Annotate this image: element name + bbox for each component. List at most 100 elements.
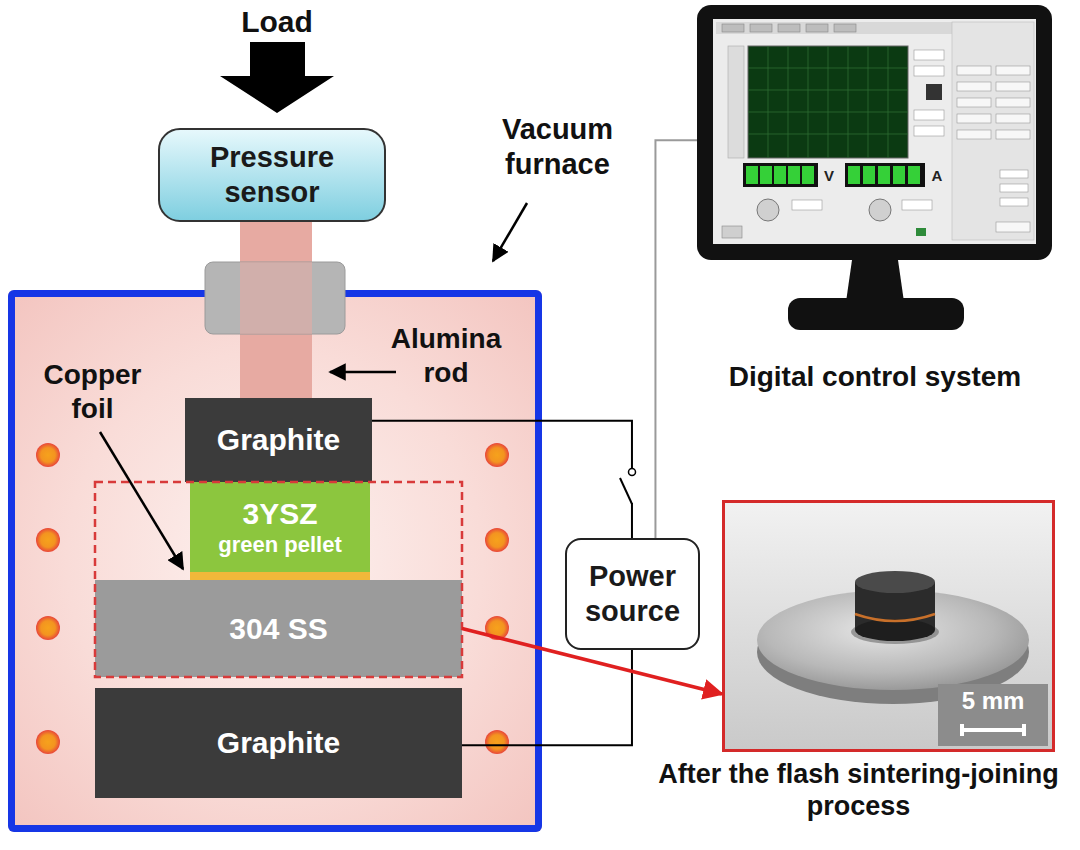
photo-background [722,500,1055,752]
part-label: Copper foil [20,358,165,425]
screen-field [1000,170,1028,178]
unit-label: V [821,167,837,185]
heater [485,528,509,552]
monitor-screen [713,19,1036,244]
screen-field [914,50,944,60]
switch-contact [629,469,636,476]
screen-field [792,200,822,210]
alumina-rod [240,222,312,398]
alumina-rod-through-clamp [240,262,312,334]
screen-button [957,114,991,123]
node-label: After the flash sintering-joining proces… [640,758,1077,823]
screen-button [996,98,1030,107]
readout-digit [908,166,920,184]
screen-button [996,82,1030,91]
node-label: 3YSZ [242,496,317,532]
steel-block: 304 SS [95,580,462,677]
readout-digit [760,166,772,184]
digital-readout [743,163,818,187]
screen-button [996,66,1030,75]
screen-button [750,24,772,32]
heater [36,616,60,640]
heater [485,616,509,640]
screen-field [902,200,932,210]
screen-button [722,24,744,32]
result-photo: After the flash sintering-joining proces… [722,500,1055,752]
node-label: Digital control system [655,360,1080,394]
connector-group [372,140,722,745]
part-label: Alumina rod [366,322,526,389]
screen-button [722,226,742,238]
side-panel [952,22,1034,240]
scale-bar [962,724,1024,736]
node-label: Graphite [217,725,340,761]
node-label: 304 SS [229,611,327,647]
screen-indicator [916,228,926,236]
heater [36,528,60,552]
plot-area [748,46,908,158]
rod-clamp [205,262,345,334]
switch-gap [624,475,640,503]
screen-button [834,24,856,32]
wire-connector [462,650,632,745]
pellet-bottom [855,619,935,641]
graphite-block: Graphite [95,688,462,798]
leader-arrow [493,203,527,261]
heater [485,730,509,754]
node-sublabel: green pellet [218,532,341,558]
screen-field [1000,198,1028,206]
power-box: Power source [565,538,700,650]
plot-grid [748,46,908,158]
leader-arrow [330,371,396,374]
node-label: Vacuum furnace [470,112,645,182]
control-monitor: Digital control system [697,5,1052,260]
load-arrow [220,42,334,113]
screen-button [957,130,991,139]
process-arrow [462,629,722,695]
heater [36,443,60,467]
screen-field [914,110,944,120]
screen-button [957,98,991,107]
screen-field [1000,184,1028,192]
screen-knob [757,199,779,221]
screen-field [914,126,944,136]
screen-button [996,114,1030,123]
wire-connector [372,421,632,538]
readout-digit [788,166,800,184]
monitor-base [788,298,964,330]
wire-connector [655,140,697,538]
readout-digit [746,166,758,184]
screen-button [957,66,991,75]
readout-digit [848,166,860,184]
monitor-frame [697,5,1052,260]
joint-region-outline [95,482,462,677]
digital-readout [845,163,925,187]
sensor-box: Pressure sensor [158,128,386,222]
readout-digit [774,166,786,184]
heater [36,730,60,754]
screen-field [914,66,944,76]
screen-button [778,24,800,32]
node-label: Pressure sensor [178,140,366,210]
copper-band [855,614,935,621]
scale-bar-box [938,684,1048,746]
graphite-block: Graphite [185,398,372,482]
pellet-shadow [851,620,939,644]
screen-button [957,82,991,91]
screen-knob [869,199,891,221]
pellet-block: 3YSZgreen pellet [190,482,370,572]
part-label: Load [217,4,337,40]
node-label: Graphite [217,422,340,458]
heater [485,443,509,467]
readout-digit [893,166,905,184]
monitor-neck [846,260,904,302]
switch-blade [620,478,632,504]
screen-button [996,130,1030,139]
screen-button [996,222,1030,232]
scale-label: 5 mm [940,687,1046,716]
copper-foil-strip [190,572,370,580]
axis-panel [728,46,744,158]
screen-indicator [926,84,942,100]
